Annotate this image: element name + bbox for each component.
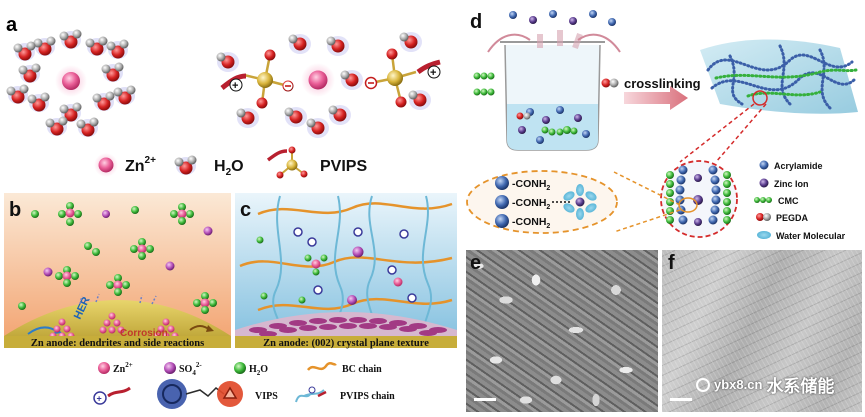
crosslinking-arrow — [624, 86, 688, 110]
panel-b-tag: b — [9, 199, 21, 221]
panel-b-caption: Zn anode: dendrites and side reactions — [31, 338, 204, 349]
svg-text:+: + — [97, 394, 102, 404]
scale-bar-e — [474, 398, 496, 401]
legend-h2o-tail: O — [231, 158, 243, 175]
legend-d-acrylamide: Acrylamide — [774, 161, 823, 171]
group2-sub: 2 — [546, 204, 550, 211]
group3-label: -CONH — [512, 216, 546, 228]
svg-text:+: + — [430, 67, 436, 79]
pegda-icon — [601, 78, 619, 88]
legend-d-water: Water Molecular — [776, 231, 846, 241]
legend-pegda-icon — [756, 213, 771, 221]
falling-monomers — [509, 10, 616, 26]
legend-bc-so4: SO — [179, 364, 193, 375]
legend-bc-zn-sup: 2+ — [125, 361, 133, 369]
legend-bc-so4-sub: 4 — [192, 369, 196, 377]
group1-sub: 2 — [546, 185, 550, 192]
svg-text:SO42-: SO42- — [179, 361, 202, 377]
legend-zn-label: Zn — [125, 158, 145, 175]
crosslinking-label: crosslinking — [624, 76, 701, 91]
beaker — [487, 30, 621, 151]
coordination-detail: -CONH2 -CONH2 -CONH2 — [466, 170, 618, 234]
legend-zn-icon — [98, 362, 110, 374]
legend-acrylamide-icon — [759, 160, 769, 170]
legend-bc-chain: BC chain — [342, 364, 382, 375]
panel-c-tag: c — [240, 199, 251, 221]
panel-e-tag: e — [470, 252, 482, 274]
legend-bc-chain-icon — [307, 362, 337, 371]
sem-image-f — [662, 250, 862, 412]
svg-text:H2O: H2O — [249, 364, 268, 377]
legend-zn-sup: 2+ — [145, 155, 157, 166]
legend-d-pegda: PEGDA — [776, 213, 809, 223]
zn-hydration-shell — [6, 29, 136, 137]
legend-pvips-chain-label: PVIPS chain — [340, 391, 395, 402]
legend-d-cmc: CMC — [778, 196, 799, 206]
svg-text:H2O: H2O — [214, 158, 244, 178]
svg-text:+: + — [232, 80, 238, 92]
panel-c: c — [235, 193, 457, 349]
legend-cmc-icon — [754, 197, 772, 203]
svg-text:-CONH2: -CONH2 — [512, 216, 550, 230]
svg-text:Zn2+: Zn2+ — [125, 155, 156, 175]
group1-label: -CONH — [512, 178, 546, 190]
panel-c-caption-bar — [235, 336, 457, 348]
pvips-legend-icon — [266, 146, 308, 179]
legend-bc: Zn2+ SO42- H2O BC chain + VIPS P — [93, 361, 395, 409]
watermark-logo-icon — [696, 377, 710, 392]
legend-pvips-label: PVIPS — [320, 158, 367, 175]
pvips-side-groups — [256, 227, 417, 305]
corrosion-label: Corrosion — [120, 328, 168, 339]
hydrogel-network — [700, 39, 858, 114]
legend-pvips-chain-icon — [295, 386, 327, 403]
pvips-coordination: + + — [216, 32, 441, 138]
legend-zinc-ion-icon — [759, 178, 769, 188]
legend-h2o-icon — [234, 362, 246, 374]
watermark-site: ybx8.cn — [714, 377, 763, 392]
svg-text:-CONH2: -CONH2 — [512, 197, 550, 211]
zn-ion — [62, 72, 80, 90]
panel-c-caption: Zn anode: (002) crystal plane texture — [263, 338, 429, 349]
group3-sub: 2 — [546, 223, 550, 230]
cmc-chains-left — [473, 72, 495, 96]
legend-bc-so4-sup: 2- — [196, 361, 203, 369]
legend-bc-zn: Zn — [113, 364, 126, 375]
legend-d: Acrylamide Zinc Ion CMC PEGDA Water Mole… — [754, 160, 846, 241]
watermark-text: 水系储能 — [766, 377, 835, 397]
panel-a-tag: a — [6, 14, 18, 36]
zn-legend-icon — [98, 157, 114, 173]
panel-b-caption-bar — [4, 336, 231, 348]
legend-h2o-label: H — [214, 158, 226, 175]
watermark: ybx8.cn 水系储能 — [696, 372, 834, 397]
panel-b: b — [4, 193, 231, 349]
water-legend-icon — [174, 155, 197, 175]
panel-f-tag: f — [668, 252, 675, 274]
svg-text:-CONH2: -CONH2 — [512, 178, 550, 192]
legend-d-zinc-ion: Zinc Ion — [774, 179, 809, 189]
svg-text:Zn2+: Zn2+ — [113, 361, 133, 375]
scale-bar-f — [670, 398, 692, 401]
legend-vips-label: VIPS — [255, 391, 278, 402]
legend-h2o-sub: 2 — [226, 167, 232, 178]
legend-so4-icon — [164, 362, 176, 374]
panel-d-tag: d — [470, 11, 482, 33]
panel-d: d crosslinking — [466, 10, 858, 241]
legend-bc-h2o: H — [249, 364, 257, 375]
panel-a: a — [6, 14, 441, 179]
zn-ion-center — [308, 70, 328, 90]
group2-label: -CONH — [512, 197, 546, 209]
legend-vips-icon: + — [93, 379, 243, 409]
legend-a: Zn2+ H2O PVIPS — [94, 146, 367, 179]
zoom-circle — [660, 160, 738, 238]
legend-water-icon — [757, 231, 771, 239]
sem-image-e — [466, 250, 658, 412]
legend-bc-h2o-sub: 2 — [257, 369, 261, 377]
legend-bc-h2o-tail: O — [260, 364, 268, 375]
